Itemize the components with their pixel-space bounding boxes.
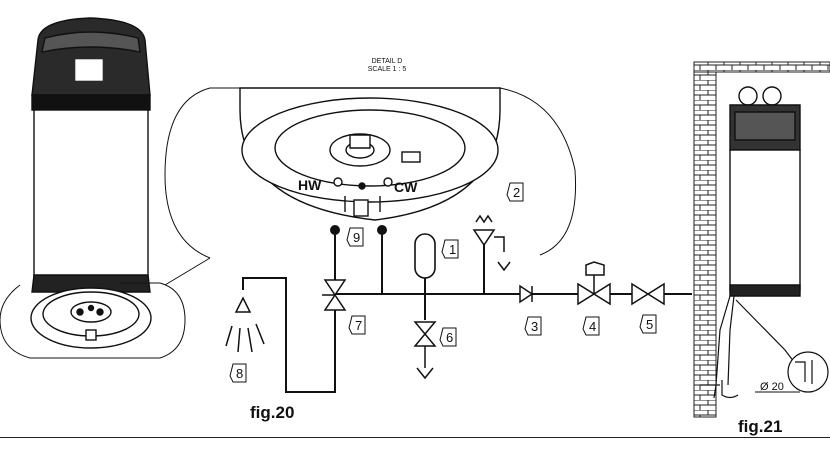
detail-scale: SCALE 1 : 5 (368, 66, 407, 73)
component-number-1: 1 (449, 242, 456, 257)
component-number-2: 2 (513, 185, 520, 200)
component-number-6: 6 (446, 330, 453, 345)
port-label-hw: HW (298, 177, 322, 193)
label-box-7 (348, 315, 366, 335)
check-valve (519, 284, 534, 304)
shower-head (225, 296, 265, 353)
label-box-4 (582, 316, 600, 336)
figure-label-right: fig.21 (738, 417, 782, 436)
component-number-5: 5 (646, 317, 653, 332)
component-number-3: 3 (531, 319, 538, 334)
shutoff-valve (631, 282, 665, 306)
connection-node-hw (330, 225, 340, 235)
label-box-8 (229, 363, 247, 383)
dimension-label: Ø 20 (760, 381, 784, 393)
label-box-9 (346, 227, 364, 247)
wall-mounted-tank (729, 86, 801, 297)
expansion-vessel (414, 233, 436, 279)
detail-callout-small (0, 282, 186, 359)
brick-wall (693, 71, 717, 418)
detail-title: DETAIL D (372, 58, 403, 65)
label-box-5 (639, 314, 657, 334)
tank-base-detail (239, 87, 501, 221)
detail-circle (787, 351, 829, 393)
label-box-2 (506, 182, 524, 202)
three-way-valve (322, 279, 347, 311)
component-labels (229, 182, 657, 383)
pressure-reducer (577, 261, 611, 306)
wall-installation: Ø 20 (693, 61, 830, 418)
port-label-cw: CW (394, 179, 418, 195)
connection-node-cw (377, 225, 387, 235)
component-number-9: 9 (353, 230, 360, 245)
piping (242, 226, 692, 393)
component-number-8: 8 (236, 366, 243, 381)
water-heater-tank (30, 17, 152, 349)
brick-ceiling (693, 61, 830, 73)
label-box-1 (441, 239, 459, 259)
component-number-4: 4 (589, 319, 596, 334)
safety-valve (472, 214, 511, 272)
label-box-3 (524, 316, 542, 336)
bottom-rule (0, 437, 830, 438)
label-box-6 (439, 327, 457, 347)
figure-label-left: fig.20 (250, 403, 294, 422)
drain-valve (413, 321, 437, 380)
component-number-7: 7 (355, 318, 362, 333)
